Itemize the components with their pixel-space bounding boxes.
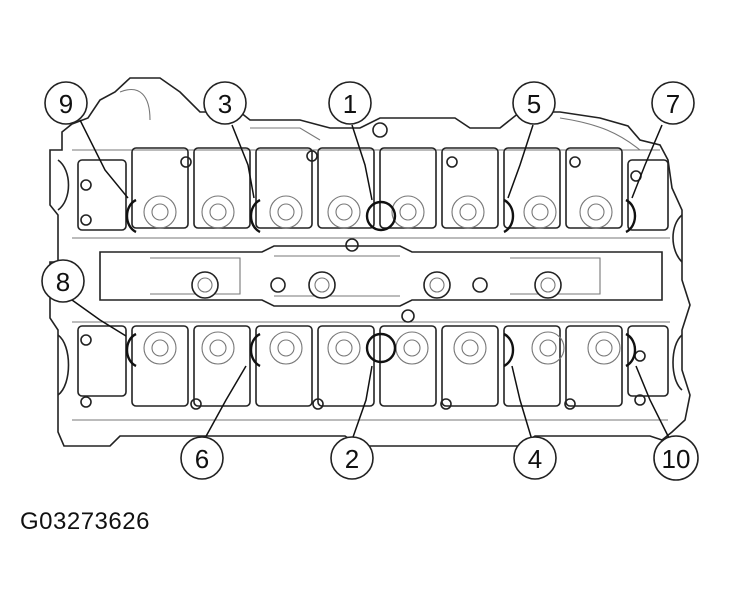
callout-4: 4 xyxy=(513,436,557,480)
strip-bolt xyxy=(423,271,451,299)
head-bolt-markers xyxy=(125,198,637,368)
callout-9: 9 xyxy=(44,81,88,125)
callout-label: 5 xyxy=(527,89,541,119)
callout-1: 1 xyxy=(328,81,372,125)
lower-valve-row xyxy=(77,325,669,410)
figure-id: G03273626 xyxy=(20,508,150,535)
leader-lines xyxy=(71,119,671,441)
callout-5: 5 xyxy=(512,81,556,125)
cylinder-head-outline xyxy=(49,77,691,447)
callout-label: 4 xyxy=(528,444,542,474)
callout-label: 3 xyxy=(218,89,232,119)
callout-7: 7 xyxy=(651,81,695,125)
callout-label: 7 xyxy=(666,89,680,119)
callout-3: 3 xyxy=(203,81,247,125)
callout-2: 2 xyxy=(330,436,374,480)
strip-bolt xyxy=(534,271,562,299)
callout-label: 2 xyxy=(345,444,359,474)
strip-bolt xyxy=(191,271,219,299)
strip-bolt xyxy=(308,271,336,299)
callout-label: 9 xyxy=(59,89,73,119)
callout-label: 6 xyxy=(195,444,209,474)
callout-label: 10 xyxy=(662,444,691,474)
upper-valve-row xyxy=(77,122,669,231)
center-camshaft-strip xyxy=(99,238,663,323)
callout-label: 1 xyxy=(343,89,357,119)
callout-8: 8 xyxy=(41,259,85,303)
callout-10: 10 xyxy=(653,435,699,481)
callout-6: 6 xyxy=(180,436,224,480)
callout-label: 8 xyxy=(56,267,70,297)
